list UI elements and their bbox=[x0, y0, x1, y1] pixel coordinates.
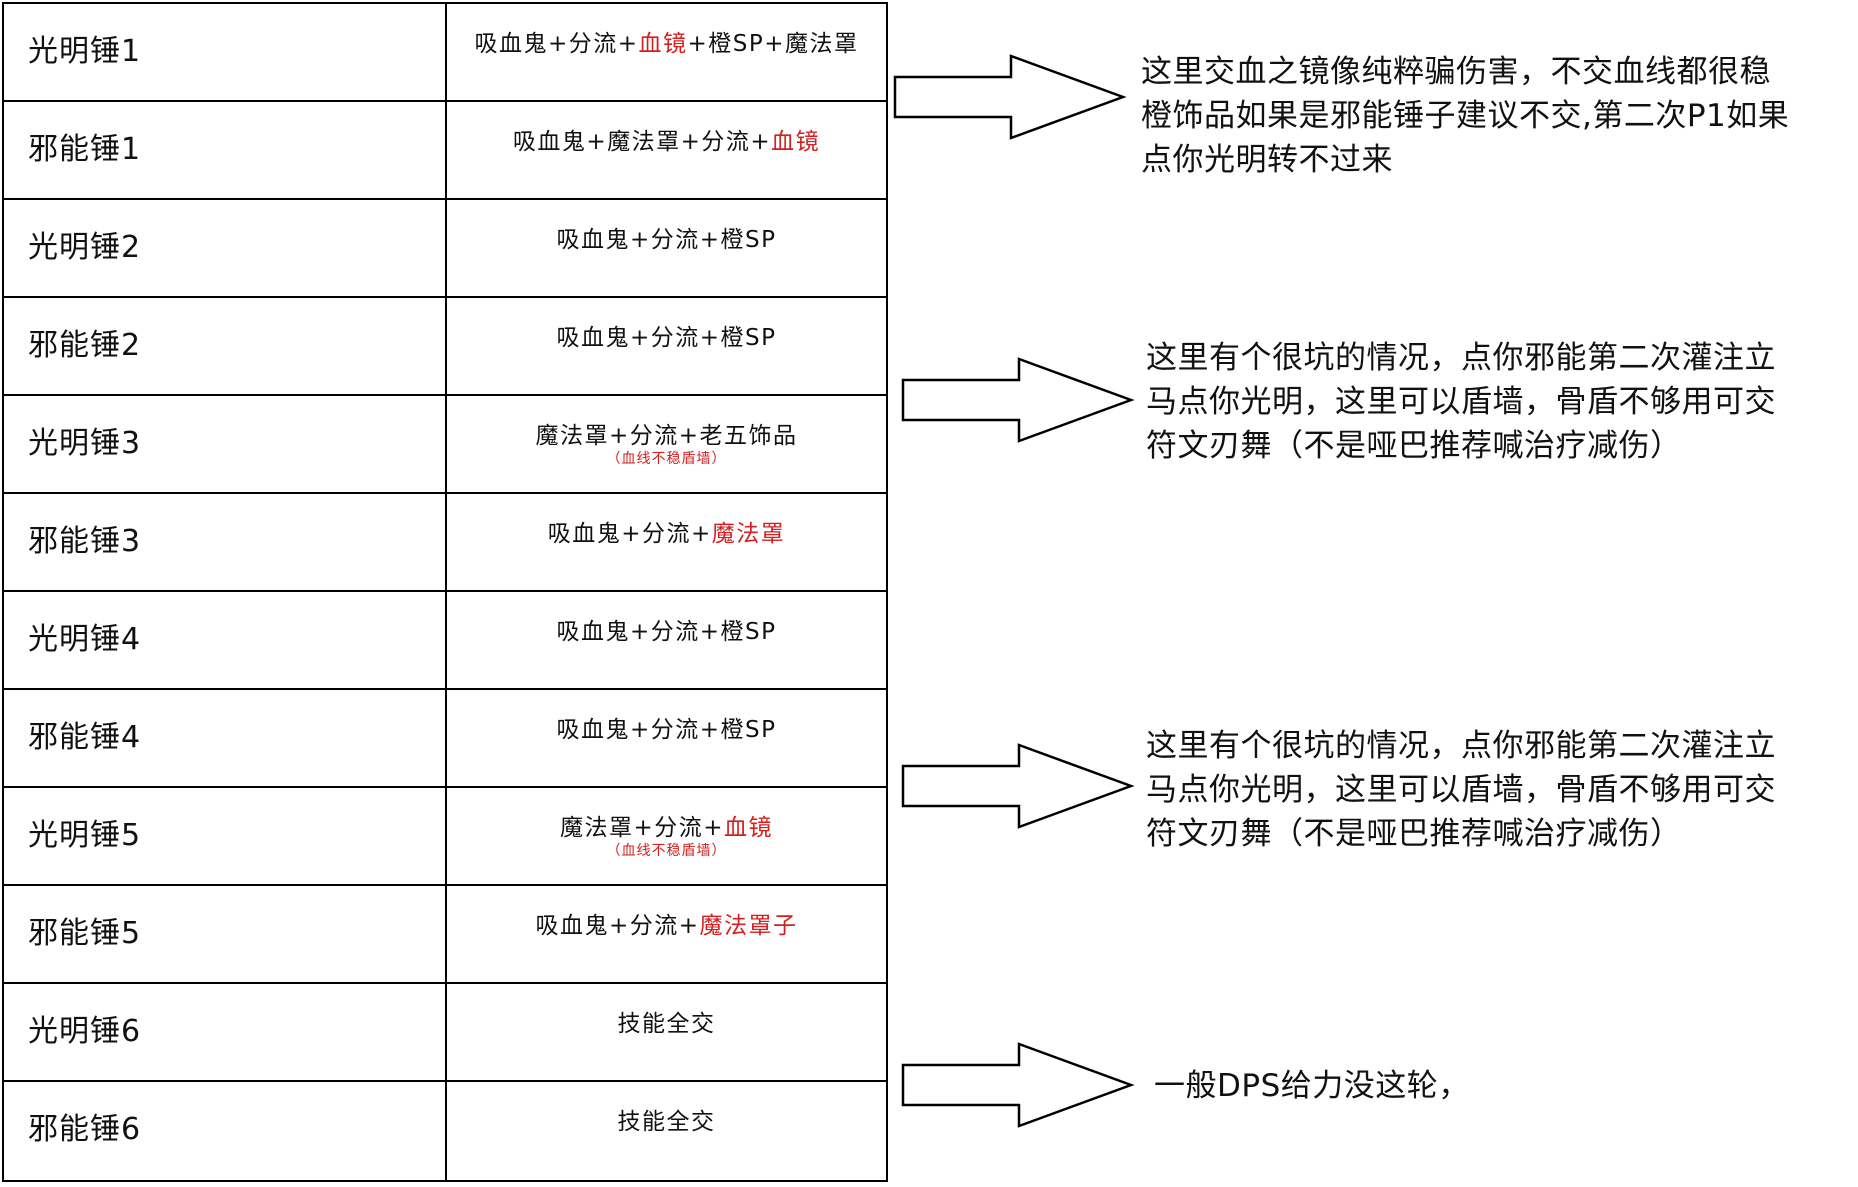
skills-cell: 吸血鬼+分流+橙SP bbox=[447, 200, 886, 296]
highlighted-skill: 魔法罩子 bbox=[699, 913, 798, 939]
skills-cell: 吸血鬼+分流+橙SP bbox=[447, 592, 886, 688]
skill-text: 技能全交 bbox=[617, 1011, 716, 1037]
skill-text: 吸血鬼+分流+橙SP bbox=[556, 717, 777, 743]
skills-cell: 技能全交 bbox=[447, 984, 886, 1080]
phase-label: 光明锤2 bbox=[28, 230, 142, 265]
table-row: 邪能锤5 吸血鬼+分流+魔法罩子 bbox=[4, 886, 886, 984]
table-row: 光明锤1 吸血鬼+分流+血镜+橙SP+魔法罩 bbox=[4, 4, 886, 102]
phase-cell: 光明锤2 bbox=[4, 200, 447, 296]
skill-text: 吸血鬼+分流+橙SP bbox=[556, 619, 777, 645]
skills-text: 吸血鬼+分流+橙SP bbox=[447, 710, 886, 744]
skill-text: 吸血鬼+分流+ bbox=[474, 31, 639, 57]
skills-text: 吸血鬼+分流+血镜+橙SP+魔法罩 bbox=[447, 24, 886, 58]
skills-cell: 吸血鬼+分流+橙SP bbox=[447, 298, 886, 394]
skills-text: 技能全交 bbox=[447, 1004, 886, 1038]
highlighted-skill: 血镜 bbox=[771, 129, 821, 155]
phase-label: 光明锤4 bbox=[28, 622, 142, 657]
phase-label: 邪能锤5 bbox=[28, 916, 142, 951]
skills-text: 吸血鬼+分流+橙SP bbox=[447, 220, 886, 254]
table-row: 邪能锤1 吸血鬼+魔法罩+分流+血镜 bbox=[4, 102, 886, 200]
arrow-right-icon bbox=[901, 357, 1135, 443]
phase-label: 邪能锤4 bbox=[28, 720, 142, 755]
table-row: 邪能锤4 吸血鬼+分流+橙SP bbox=[4, 690, 886, 788]
skill-text: 吸血鬼+分流+ bbox=[535, 913, 700, 939]
table-row: 邪能锤3 吸血鬼+分流+魔法罩 bbox=[4, 494, 886, 592]
highlighted-skill: 血镜 bbox=[638, 31, 688, 57]
skills-cell: 吸血鬼+分流+血镜+橙SP+魔法罩 bbox=[447, 4, 886, 100]
skills-cell: 吸血鬼+分流+魔法罩 bbox=[447, 494, 886, 590]
skills-text: 吸血鬼+分流+魔法罩 bbox=[447, 514, 886, 548]
skills-text: 吸血鬼+分流+魔法罩子 bbox=[447, 906, 886, 940]
table-row: 光明锤2 吸血鬼+分流+橙SP bbox=[4, 200, 886, 298]
phase-cell: 邪能锤3 bbox=[4, 494, 447, 590]
skill-text: 技能全交 bbox=[617, 1109, 716, 1135]
phase-cell: 光明锤1 bbox=[4, 4, 447, 100]
phase-label: 邪能锤6 bbox=[28, 1112, 142, 1147]
phase-cell: 邪能锤6 bbox=[4, 1082, 447, 1180]
phase-cell: 光明锤5 bbox=[4, 788, 447, 884]
skills-text: 魔法罩+分流+老五饰品 bbox=[447, 416, 886, 450]
skills-cell: 魔法罩+分流+血镜（血线不稳盾墙） bbox=[447, 788, 886, 884]
skills-text: 吸血鬼+分流+橙SP bbox=[447, 318, 886, 352]
skill-text: 魔法罩+分流+ bbox=[559, 815, 725, 841]
table-row: 邪能锤2 吸血鬼+分流+橙SP bbox=[4, 298, 886, 396]
skills-text: 吸血鬼+魔法罩+分流+血镜 bbox=[447, 122, 886, 156]
annotation-note: 这里有个很坑的情况，点你邪能第二次灌注立 马点你光明，这里可以盾墙，骨盾不够用可… bbox=[1146, 340, 1776, 464]
table-row: 光明锤3 魔法罩+分流+老五饰品 （血线不稳盾墙） bbox=[4, 396, 886, 494]
table-row: 邪能锤6 技能全交 bbox=[4, 1082, 886, 1180]
arrow-right-icon bbox=[901, 743, 1135, 829]
skills-cell: 技能全交 bbox=[447, 1082, 886, 1180]
skills-cell: 魔法罩+分流+老五饰品 （血线不稳盾墙） bbox=[447, 396, 886, 492]
skills-cell: 吸血鬼+分流+魔法罩子 bbox=[447, 886, 886, 982]
skill-text: 吸血鬼+魔法罩+分流+ bbox=[512, 129, 772, 155]
arrow-right-icon bbox=[893, 54, 1127, 140]
highlighted-skill: 血镜 bbox=[724, 815, 774, 841]
phase-cell: 邪能锤5 bbox=[4, 886, 447, 982]
highlighted-skill: 魔法罩 bbox=[711, 521, 786, 547]
phase-label: 邪能锤3 bbox=[28, 524, 142, 559]
skills-text: 技能全交 bbox=[447, 1102, 886, 1136]
phase-label: 光明锤5 bbox=[28, 818, 142, 853]
skills-text: 吸血鬼+分流+橙SP bbox=[447, 612, 886, 646]
annotation-note: 这里有个很坑的情况，点你邪能第二次灌注立 马点你光明，这里可以盾墙，骨盾不够用可… bbox=[1146, 728, 1776, 852]
phase-cell: 邪能锤1 bbox=[4, 102, 447, 198]
skills-text: 魔法罩+分流+血镜 bbox=[447, 808, 886, 842]
arrow-right-icon bbox=[901, 1042, 1135, 1128]
phase-label: 光明锤1 bbox=[28, 34, 142, 69]
skill-text: 吸血鬼+分流+橙SP bbox=[556, 227, 777, 253]
phase-label: 光明锤6 bbox=[28, 1014, 142, 1049]
phase-cell: 光明锤6 bbox=[4, 984, 447, 1080]
table-row: 光明锤6 技能全交 bbox=[4, 984, 886, 1082]
phase-cell: 邪能锤4 bbox=[4, 690, 447, 786]
annotation-note: 一般DPS给力没这轮， bbox=[1154, 1068, 1470, 1104]
phase-cell: 光明锤3 bbox=[4, 396, 447, 492]
skills-cell: 吸血鬼+魔法罩+分流+血镜 bbox=[447, 102, 886, 198]
phase-label: 邪能锤1 bbox=[28, 132, 142, 167]
phase-cell: 邪能锤2 bbox=[4, 298, 447, 394]
skills-note: （血线不稳盾墙） bbox=[606, 843, 727, 859]
skill-text: 吸血鬼+分流+ bbox=[547, 521, 712, 547]
skill-text: 吸血鬼+分流+橙SP bbox=[556, 325, 777, 351]
annotation-note: 这里交血之镜像纯粹骗伤害，不交血线都很稳 橙饰品如果是邪能锤子建议不交,第二次P… bbox=[1141, 54, 1790, 178]
phase-cell: 光明锤4 bbox=[4, 592, 447, 688]
phase-label: 光明锤3 bbox=[28, 426, 142, 461]
table-row: 光明锤4 吸血鬼+分流+橙SP bbox=[4, 592, 886, 690]
phase-label: 邪能锤2 bbox=[28, 328, 142, 363]
skills-note: （血线不稳盾墙） bbox=[606, 451, 727, 467]
skill-text: 魔法罩+分流+老五饰品 bbox=[535, 423, 798, 449]
skills-cell: 吸血鬼+分流+橙SP bbox=[447, 690, 886, 786]
skill-text: +橙SP+魔法罩 bbox=[687, 31, 859, 57]
